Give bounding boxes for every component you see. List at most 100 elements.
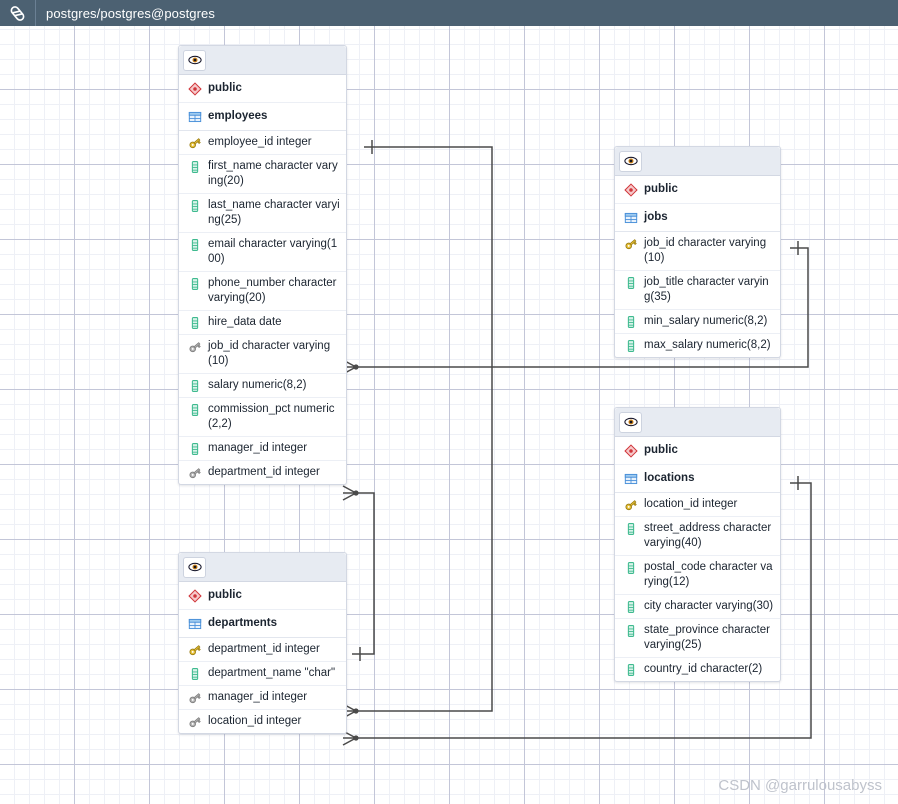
primary-key-icon (622, 497, 639, 512)
primary-key-icon (186, 135, 203, 150)
column-row-employees-6[interactable]: job_id character varying(10) (179, 335, 346, 374)
schema-row-departments: public (179, 582, 346, 610)
column-row-employees-2[interactable]: last_name character varying(25) (179, 194, 346, 233)
table-header-locations[interactable] (615, 408, 780, 437)
column-row-employees-3-label: email character varying(100) (208, 238, 338, 265)
table-icon (622, 471, 639, 486)
column-icon (186, 666, 203, 681)
column-row-employees-1[interactable]: first_name character varying(20) (179, 155, 346, 194)
window-title-bar: postgres/postgres@postgres (0, 0, 898, 26)
table-name-row-jobs-label: jobs (644, 211, 668, 223)
app-logo (0, 0, 36, 26)
column-row-employees-4-label: phone_number character varying(20) (208, 277, 337, 304)
column-row-jobs-1-label: job_title character varying(35) (644, 276, 769, 303)
table-node-departments[interactable]: public departments department_id integer de… (178, 552, 347, 734)
link-employees-job-id-to-jobs[interactable] (342, 241, 809, 375)
table-name-row-departments-label: departments (208, 617, 278, 629)
column-icon (186, 276, 203, 291)
table-icon (622, 210, 639, 225)
schema-row-jobs: public (615, 176, 780, 204)
column-row-employees-7-label: salary numeric(8,2) (208, 379, 307, 391)
table-node-jobs[interactable]: public jobs job_id character varying(10) jo… (614, 146, 781, 358)
schema-row-locations: public (615, 437, 780, 465)
table-header-jobs[interactable] (615, 147, 780, 176)
column-row-employees-10[interactable]: department_id integer (179, 461, 346, 484)
link-departments-manager-id-to-employees[interactable] (342, 140, 493, 719)
foreign-key-icon (186, 465, 203, 480)
table-icon (186, 109, 203, 124)
column-row-locations-1-label: street_address character varying(40) (644, 522, 772, 549)
column-row-employees-10-label: department_id integer (208, 466, 320, 478)
column-row-jobs-2-label: min_salary numeric(8,2) (644, 315, 768, 327)
column-row-jobs-3[interactable]: max_salary numeric(8,2) (615, 334, 780, 357)
column-row-locations-5-label: country_id character(2) (644, 663, 763, 675)
eye-icon[interactable] (183, 49, 206, 71)
schema-row-employees: public (179, 75, 346, 103)
primary-key-icon (186, 642, 203, 657)
column-row-departments-1-label: department_name "char" (208, 667, 336, 679)
foreign-key-icon (186, 714, 203, 729)
eye-icon[interactable] (619, 411, 642, 433)
column-icon (186, 237, 203, 252)
column-row-employees-2-label: last_name character varying(25) (208, 199, 340, 226)
foreign-key-icon (186, 339, 203, 354)
column-row-departments-1[interactable]: department_name "char" (179, 662, 346, 686)
column-row-employees-8[interactable]: commission_pct numeric(2,2) (179, 398, 346, 437)
column-row-employees-0[interactable]: employee_id integer (179, 131, 346, 155)
column-row-employees-7[interactable]: salary numeric(8,2) (179, 374, 346, 398)
column-icon (622, 662, 639, 677)
column-row-departments-0[interactable]: department_id integer (179, 638, 346, 662)
column-row-locations-0-label: location_id integer (644, 498, 738, 510)
column-row-locations-5[interactable]: country_id character(2) (615, 658, 780, 681)
column-icon (186, 402, 203, 417)
column-row-employees-5[interactable]: hire_data date (179, 311, 346, 335)
column-icon (622, 314, 639, 329)
column-row-employees-9-label: manager_id integer (208, 442, 308, 454)
column-row-departments-2-label: manager_id integer (208, 691, 308, 703)
column-row-locations-0[interactable]: location_id integer (615, 493, 780, 517)
column-icon (622, 560, 639, 575)
foreign-key-icon (186, 690, 203, 705)
schema-icon (186, 588, 203, 603)
column-row-departments-0-label: department_id integer (208, 643, 320, 655)
pgadmin-erd-icon (10, 5, 25, 21)
column-row-jobs-1[interactable]: job_title character varying(35) (615, 271, 780, 310)
table-icon (186, 616, 203, 631)
schema-icon (622, 443, 639, 458)
column-row-jobs-2[interactable]: min_salary numeric(8,2) (615, 310, 780, 334)
column-icon (622, 623, 639, 638)
column-icon (622, 275, 639, 290)
column-row-departments-3[interactable]: location_id integer (179, 710, 346, 733)
column-row-locations-3-label: city character varying(30) (644, 600, 774, 612)
table-header-departments[interactable] (179, 553, 346, 582)
table-name-row-jobs: jobs (615, 204, 780, 232)
column-row-departments-2[interactable]: manager_id integer (179, 686, 346, 710)
erd-canvas[interactable]: public employees employee_id integer first_… (0, 26, 898, 804)
table-header-employees[interactable] (179, 46, 346, 75)
eye-icon[interactable] (619, 150, 642, 172)
watermark: CSDN @garrulousabyss (718, 777, 882, 794)
column-row-locations-3[interactable]: city character varying(30) (615, 595, 780, 619)
column-icon (186, 159, 203, 174)
column-icon (622, 599, 639, 614)
table-name-row-locations: locations (615, 465, 780, 493)
table-node-employees[interactable]: public employees employee_id integer first_… (178, 45, 347, 485)
column-row-employees-3[interactable]: email character varying(100) (179, 233, 346, 272)
table-name-row-employees-label: employees (208, 110, 268, 122)
table-name-row-employees: employees (179, 103, 346, 131)
eye-icon[interactable] (183, 556, 206, 578)
column-row-locations-4[interactable]: state_province character varying(25) (615, 619, 780, 658)
column-row-employees-1-label: first_name character varying(20) (208, 160, 338, 187)
column-icon (186, 315, 203, 330)
column-row-jobs-0-label: job_id character varying(10) (644, 237, 767, 264)
column-row-locations-1[interactable]: street_address character varying(40) (615, 517, 780, 556)
column-row-locations-2[interactable]: postal_code character varying(12) (615, 556, 780, 595)
link-employees-department-id-to-departments[interactable] (342, 485, 375, 661)
column-row-employees-4[interactable]: phone_number character varying(20) (179, 272, 346, 311)
column-row-jobs-0[interactable]: job_id character varying(10) (615, 232, 780, 271)
column-row-departments-3-label: location_id integer (208, 715, 302, 727)
column-row-employees-6-label: job_id character varying(10) (208, 340, 331, 367)
column-row-employees-9[interactable]: manager_id integer (179, 437, 346, 461)
column-icon (186, 198, 203, 213)
